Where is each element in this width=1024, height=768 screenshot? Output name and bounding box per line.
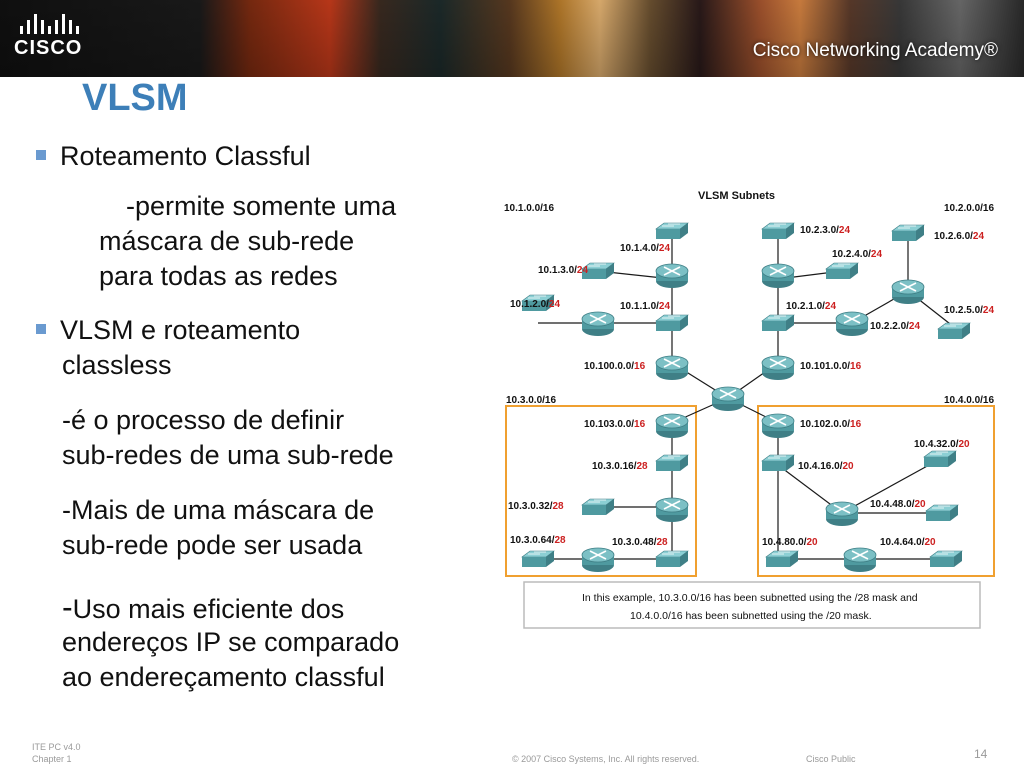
page-number: 14 — [974, 747, 988, 761]
para1-line-1: -é o processo de definir — [62, 405, 345, 435]
label-10-4-80-0: 10.4.80.0/20 — [762, 537, 818, 548]
label-10-1-3-0: 10.1.3.0/24 — [538, 265, 588, 276]
diagram-title: VLSM Subnets — [698, 190, 775, 202]
para3-line-1-text: Uso mais eficiente dos — [72, 594, 345, 624]
subnet-box-10-4 — [757, 405, 995, 577]
label-10-4-0-0: 10.4.0.0/16 — [944, 395, 994, 406]
label-10-3-0-48: 10.3.0.48/28 — [612, 537, 668, 548]
header-banner: CISCO Cisco Networking Academy® — [0, 0, 1024, 77]
label-10-3-0-16: 10.3.0.16/28 — [592, 461, 648, 472]
label-10-1-2-0: 10.1.2.0/24 — [510, 299, 560, 310]
para2-line-1: -Mais de uma máscara de — [62, 495, 375, 525]
para2-line-2: sub-rede pode ser usada — [62, 530, 363, 560]
bullet-square-icon — [36, 149, 46, 160]
vlsm-network-diagram: VLSM Subnets 10.1.0.0/16 10.2.0.0/16 10.… — [502, 183, 1008, 635]
bullet-vlsm: VLSM e roteamento — [36, 313, 300, 347]
label-10-101-0-0: 10.101.0.0/16 — [800, 361, 862, 372]
label-10-2-2-0: 10.2.2.0/24 — [870, 321, 920, 332]
slide-title: VLSM — [82, 77, 188, 119]
footer-chapter: Chapter 1 — [32, 754, 72, 764]
caption-line-2: 10.4.0.0/16 has been subnetted using the… — [630, 610, 872, 622]
cisco-logo-text: CISCO — [14, 37, 83, 59]
classful-line-1: -permite somente uma — [126, 191, 397, 221]
para3-line-3: ao endereçamento classful — [62, 662, 385, 692]
label-10-102-0-0: 10.102.0.0/16 — [800, 419, 862, 430]
banner-shade — [0, 0, 1024, 77]
para3-dash: - — [62, 589, 73, 625]
label-10-3-0-32: 10.3.0.32/28 — [508, 501, 564, 512]
label-10-2-0-0: 10.2.0.0/16 — [944, 203, 994, 214]
label-10-2-3-0: 10.2.3.0/24 — [800, 225, 850, 236]
label-10-1-1-0: 10.1.1.0/24 — [620, 301, 670, 312]
label-10-4-64-0: 10.4.64.0/20 — [880, 537, 936, 548]
bullet-classful-text: Roteamento Classful — [60, 141, 311, 171]
label-10-2-4-0: 10.2.4.0/24 — [832, 249, 882, 260]
subnet-box-10-3 — [505, 405, 697, 577]
label-10-2-6-0: 10.2.6.0/24 — [934, 231, 984, 242]
label-10-4-32-0: 10.4.32.0/20 — [914, 439, 970, 450]
bullet-classful: Roteamento Classful — [36, 139, 311, 173]
label-10-3-0-64: 10.3.0.64/28 — [510, 535, 566, 546]
label-10-103-0-0: 10.103.0.0/16 — [584, 419, 646, 430]
para3-line-2: endereços IP se comparado — [62, 627, 400, 657]
caption-box — [523, 581, 981, 629]
footer-classification: Cisco Public — [806, 754, 856, 764]
classful-line-3: para todas as redes — [99, 261, 338, 291]
footer-course: ITE PC v4.0 — [32, 742, 81, 752]
para3-line-1: -Uso mais eficiente dos — [62, 590, 344, 627]
footer-copyright: © 2007 Cisco Systems, Inc. All rights re… — [512, 754, 700, 764]
label-10-4-16-0: 10.4.16.0/20 — [798, 461, 854, 472]
label-10-1-4-0: 10.1.4.0/24 — [620, 243, 670, 254]
bullet-square-icon — [36, 323, 46, 334]
classful-line-2: máscara de sub-rede — [99, 226, 355, 256]
para1-line-2: sub-redes de uma sub-rede — [62, 440, 394, 470]
label-10-1-0-0: 10.1.0.0/16 — [504, 203, 554, 214]
label-10-100-0-0: 10.100.0.0/16 — [584, 361, 646, 372]
caption-line-1: In this example, 10.3.0.0/16 has been su… — [582, 592, 918, 604]
cisco-logo-bars — [20, 12, 124, 34]
label-10-2-1-0: 10.2.1.0/24 — [786, 301, 836, 312]
label-10-3-0-0: 10.3.0.0/16 — [506, 395, 556, 406]
bullet-vlsm-text: VLSM e roteamento — [60, 315, 301, 345]
label-10-2-5-0: 10.2.5.0/24 — [944, 305, 994, 316]
cisco-logo: CISCO — [14, 12, 124, 67]
academy-logo-text: Cisco Networking Academy® — [752, 40, 998, 61]
bullet-vlsm-text-2: classless — [62, 350, 172, 380]
label-10-4-48-0: 10.4.48.0/20 — [870, 499, 926, 510]
